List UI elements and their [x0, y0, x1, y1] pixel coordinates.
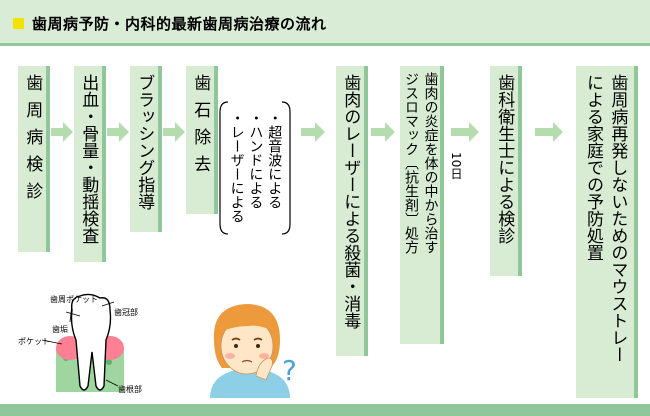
step-laser: 歯肉のレーザーによる殺菌・消毒	[336, 66, 368, 356]
step-label: ブラッシング指導	[134, 74, 154, 232]
worried-person-icon: ?	[196, 296, 306, 400]
step-antibiotic: 歯肉の炎症を体の中から治す ジスロマック〔抗生剤〕処方	[400, 66, 444, 344]
interval-label: 10日	[448, 152, 465, 179]
step-checkup: 歯周病検診	[18, 66, 50, 252]
title-marker	[13, 18, 24, 29]
step-label: 歯科衛生士による検診	[494, 74, 514, 276]
method-ultrasonic: ・超音波による	[265, 111, 282, 231]
method-laser: ・レーザーによる	[228, 111, 245, 231]
step-hygienist-checkup: 歯科衛生士による検診	[490, 66, 522, 276]
label-tartar: 歯垢	[52, 324, 68, 335]
flow-arrow-icon	[162, 120, 186, 144]
tartar-method-list: ・超音波による ・ハンドによる ・レーザーによる	[220, 111, 290, 231]
svg-text:?: ?	[282, 354, 297, 387]
step-label: 歯肉のレーザーによる殺菌・消毒	[340, 74, 360, 356]
step-label-line2: ジスロマック〔抗生剤〕処方	[402, 72, 420, 344]
label-pocket-depth: 歯周ポケット	[50, 294, 98, 305]
footer-bar	[0, 404, 650, 416]
step-tartar-removal: 歯石除去	[186, 66, 218, 214]
page-title: 歯周病予防・内科的最新歯周病治療の流れ	[32, 13, 327, 34]
flow-arrow-icon	[534, 120, 564, 144]
step-brushing: ブラッシング指導	[130, 66, 162, 232]
label-pocket: ポケット	[18, 336, 50, 347]
step-label-line1: 歯肉の炎症を体の中から治す	[421, 72, 439, 344]
flow-arrow-icon	[370, 120, 396, 144]
flow-arrow-icon	[106, 120, 130, 144]
step-label: 出血・骨量・動揺検査	[78, 74, 98, 262]
step-home-prevention: 歯周病再発しないためのマウストレー による家庭での予防処置	[576, 66, 638, 398]
header-bar: 歯周病予防・内科的最新歯周病治療の流れ	[0, 0, 650, 46]
step-label: 歯石除去	[190, 74, 210, 214]
step-label-line2: による家庭での予防処置	[583, 74, 603, 398]
label-root: 歯根部	[118, 384, 142, 395]
step-inspection: 出血・骨量・動揺検査	[74, 66, 106, 262]
tooth-diagram: 歯周ポケット 歯冠部 歯垢 ポケット 歯根部	[14, 282, 164, 402]
flow-arrow-icon	[50, 120, 74, 144]
flow-arrow-icon	[300, 120, 326, 144]
label-crown: 歯冠部	[114, 307, 138, 318]
step-label-line1: 歯周病再発しないためのマウストレー	[607, 74, 627, 398]
flow-arrow-icon	[450, 120, 480, 144]
method-hand: ・ハンドによる	[247, 111, 264, 231]
step-label: 歯周病検診	[22, 74, 42, 252]
